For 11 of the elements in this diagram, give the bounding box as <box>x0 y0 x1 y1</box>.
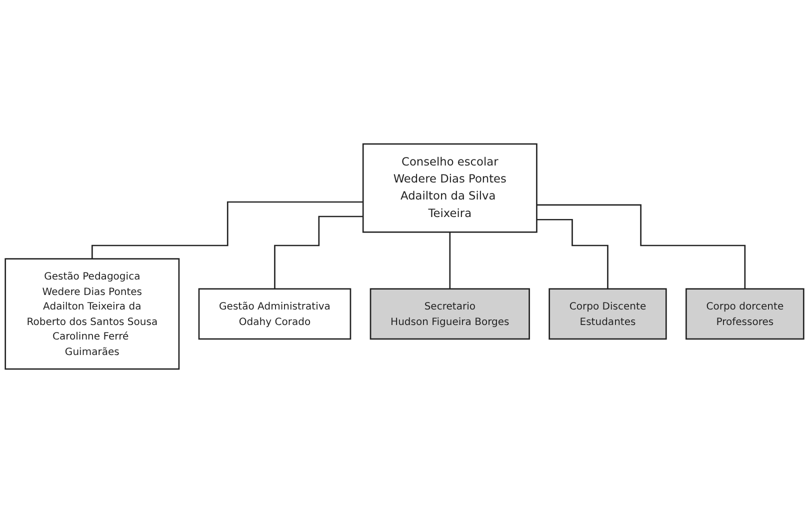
connector <box>449 231 451 290</box>
node-box: Secretario Hudson Figueira Borges <box>370 288 530 340</box>
node-box: Gestão Administrativa Odahy Corado <box>198 288 352 340</box>
connector <box>91 201 364 260</box>
node-box: Conselho escolar Wedere Dias Pontes Adailton da Silva Teixeira <box>362 143 538 233</box>
node-box: Corpo Discente Estudantes <box>548 288 667 340</box>
connector <box>536 204 746 290</box>
connector <box>536 218 608 290</box>
connector <box>274 216 364 290</box>
node-box: Corpo dorcente Professores <box>686 288 804 340</box>
node-box: Gestão Pedagogica Wedere Dias Pontes Adailton Teixeira da Roberto dos Santos Sousa Carolinne Ferré Guimarães <box>4 258 180 370</box>
